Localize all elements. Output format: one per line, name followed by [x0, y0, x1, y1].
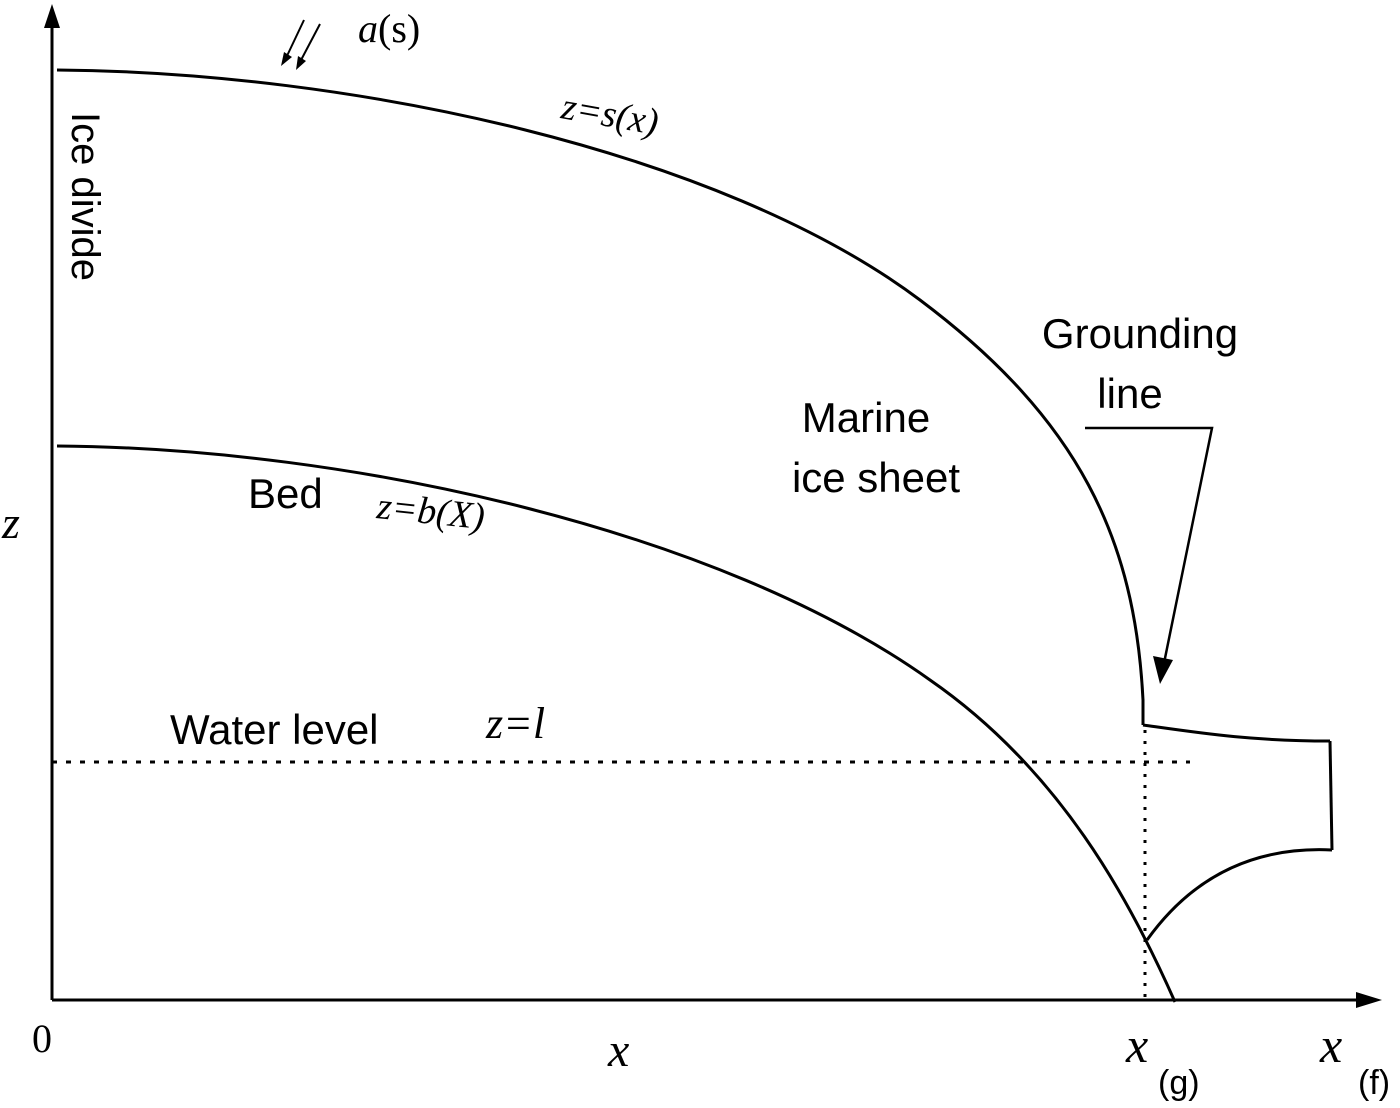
z-axis-arrow [44, 4, 60, 28]
xg-subscript: (g) [1158, 1064, 1200, 1102]
ice-shelf-front [1328, 740, 1334, 851]
ice-shelf-top [1142, 723, 1331, 743]
grounding-line-label-2: line [1097, 370, 1162, 417]
accumulation-arrows-icon [281, 19, 321, 70]
x-axis-label: x [607, 1024, 629, 1077]
water-level-label: Water level [170, 706, 379, 753]
xf-label: x [1319, 1017, 1342, 1073]
axes [44, 4, 1382, 1008]
surface-equation: z=s(x) [557, 85, 661, 143]
bed-label: Bed [248, 470, 323, 517]
grounding-line-arrowhead [1153, 656, 1173, 684]
origin-label: 0 [32, 1016, 52, 1061]
water-level-equation: z=l [485, 699, 545, 748]
x-axis-arrow [1356, 992, 1382, 1008]
ice-divide-label: Ice divide [63, 112, 107, 281]
marine-ice-sheet-label-2: ice sheet [792, 454, 960, 501]
grounding-line-pointer [1085, 426, 1214, 669]
bed-curve [56, 444, 1177, 1003]
accumulation-label: a(s) [358, 6, 420, 51]
accumulation-s: (s) [378, 6, 420, 51]
marine-ice-sheet-label-1: Marine [802, 394, 930, 441]
ice-shelf-bottom [1145, 848, 1333, 941]
accumulation-a: a [358, 6, 378, 51]
z-axis-label: z [1, 497, 20, 548]
xf-subscript: (f) [1358, 1064, 1390, 1102]
xg-label: x [1125, 1017, 1148, 1073]
grounding-line-label-1: Grounding [1042, 310, 1238, 357]
ice-surface-curve [56, 68, 1145, 725]
